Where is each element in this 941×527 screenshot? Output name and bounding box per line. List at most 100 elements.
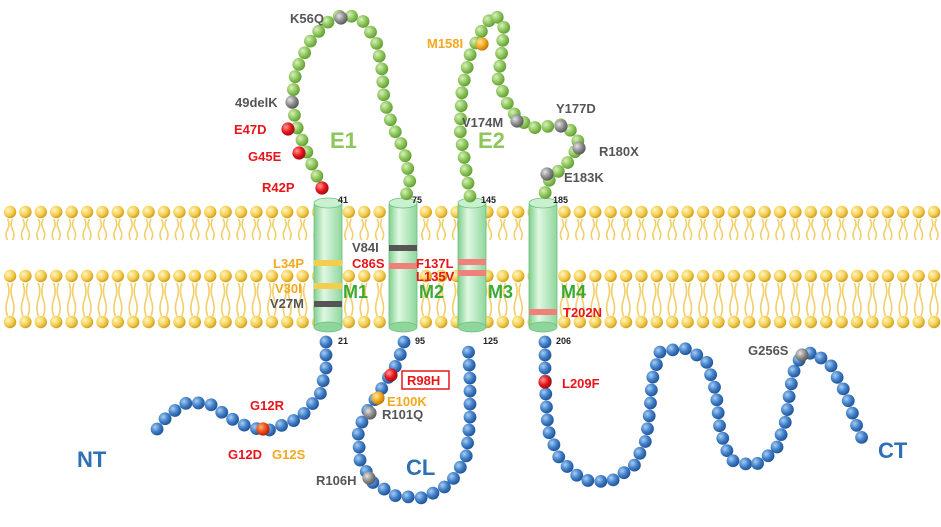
mutation-v84i: V84I: [352, 240, 379, 255]
mutation-e183k: E183K: [564, 170, 604, 185]
lipid-tail: [71, 218, 77, 241]
cl-bead: [401, 490, 415, 504]
nt-bead: [306, 397, 319, 410]
r98h-bead: [384, 368, 398, 382]
lipid-tail: [102, 282, 108, 317]
mutation-r106h: R106H: [316, 473, 356, 488]
lipid-tail: [87, 218, 92, 241]
residue-number-206: 206: [556, 336, 571, 346]
lipid-tail: [302, 282, 308, 317]
e2-bead: [453, 125, 467, 139]
lipid-tail: [883, 282, 888, 317]
lipid-head: [604, 269, 617, 283]
cl-bead: [426, 486, 440, 500]
cl-bead: [462, 423, 476, 437]
lipid-tail: [841, 218, 847, 241]
lipid-tail: [836, 218, 842, 241]
lipid-head: [604, 315, 617, 329]
lipid-head: [635, 269, 648, 283]
ct-bead: [628, 458, 641, 472]
lipid-head: [681, 269, 694, 283]
lipid-head: [650, 315, 663, 329]
lipid-tail: [143, 282, 149, 317]
labels: E1 E2 M1 M2 M3 M4 NT CL CT 21 41 75 95 1…: [77, 11, 908, 488]
lipid-tail: [610, 282, 616, 317]
e2-bead: [551, 164, 565, 178]
lipid-head: [111, 205, 125, 219]
cl-bead: [453, 460, 467, 474]
lipid-head: [65, 269, 78, 283]
lipid-tail: [5, 218, 10, 241]
lipid-head: [435, 205, 448, 219]
lipid-head: [142, 205, 155, 219]
lipid-tail: [426, 282, 431, 317]
e2-bead: [461, 176, 475, 190]
e2-bead: [541, 119, 555, 133]
lipid-head: [912, 269, 925, 283]
lipid-head: [573, 315, 586, 329]
helix-m3-base: [457, 321, 487, 333]
lipid-tail: [703, 218, 708, 241]
lipid-tail: [626, 282, 631, 317]
lipid-head: [219, 315, 232, 329]
lipid-tail: [164, 282, 169, 317]
lipid-head: [296, 205, 309, 219]
lipid-tail: [210, 282, 215, 317]
mutation-c86s: C86S: [352, 256, 385, 271]
lipid-tail: [241, 218, 246, 241]
lipid-tail: [205, 218, 210, 241]
mutation-l209f: L209F: [562, 376, 600, 391]
lipid-tail: [729, 218, 734, 241]
lipid-tail: [441, 282, 446, 317]
lipid-head: [835, 315, 848, 329]
mutation-g45e: G45E: [248, 149, 282, 164]
lipid-tail: [159, 282, 164, 317]
lipid-head: [3, 315, 17, 329]
e1-bead: [364, 25, 377, 39]
mutation-g256s: G256S: [748, 343, 789, 358]
lipid-tail: [282, 218, 287, 241]
ct-bead: [606, 473, 620, 487]
lipid-head: [3, 269, 17, 283]
lipid-head: [173, 315, 186, 329]
lipid-tail: [436, 218, 441, 241]
e2-bead: [528, 121, 542, 134]
mutation-49delk: 49delK: [235, 95, 278, 110]
lipid-head: [65, 205, 78, 219]
lipid-head: [881, 315, 894, 329]
ct-bead: [644, 396, 657, 410]
e100k-bead: [371, 391, 385, 405]
lipid-tail: [148, 282, 154, 317]
lipid-tail: [918, 218, 924, 241]
cl-bead: [463, 371, 477, 385]
lipid-tail: [918, 282, 924, 317]
lipid-tail: [82, 218, 87, 241]
lipid-tail: [872, 218, 878, 241]
lipid-tail: [133, 282, 138, 317]
lipid-head: [50, 269, 63, 283]
lipid-head: [173, 269, 186, 283]
cl-bead: [463, 384, 477, 398]
lipid-tail: [780, 282, 785, 317]
e1-bead: [377, 88, 391, 102]
lipid-tail: [595, 218, 600, 241]
lipid-tail: [195, 282, 200, 317]
domain-label-cl: CL: [406, 455, 435, 480]
lipid-tail: [795, 218, 801, 241]
lipid-tail: [364, 218, 369, 241]
lipid-tail: [359, 282, 364, 317]
lipid-head: [773, 269, 787, 283]
e2-bead: [561, 156, 575, 169]
lipid-tail: [359, 218, 364, 241]
lipid-tail: [256, 218, 262, 241]
lipid-tail: [610, 218, 616, 241]
cl-bead: [414, 491, 428, 505]
lipid-head: [727, 205, 740, 219]
lipid-tail: [379, 218, 385, 241]
lipid-head: [281, 205, 294, 219]
ct-bead: [713, 419, 726, 433]
lipid-tail: [903, 282, 908, 317]
lipid-head: [142, 269, 155, 283]
lipid-head: [34, 315, 47, 329]
lipid-tail: [102, 218, 108, 241]
